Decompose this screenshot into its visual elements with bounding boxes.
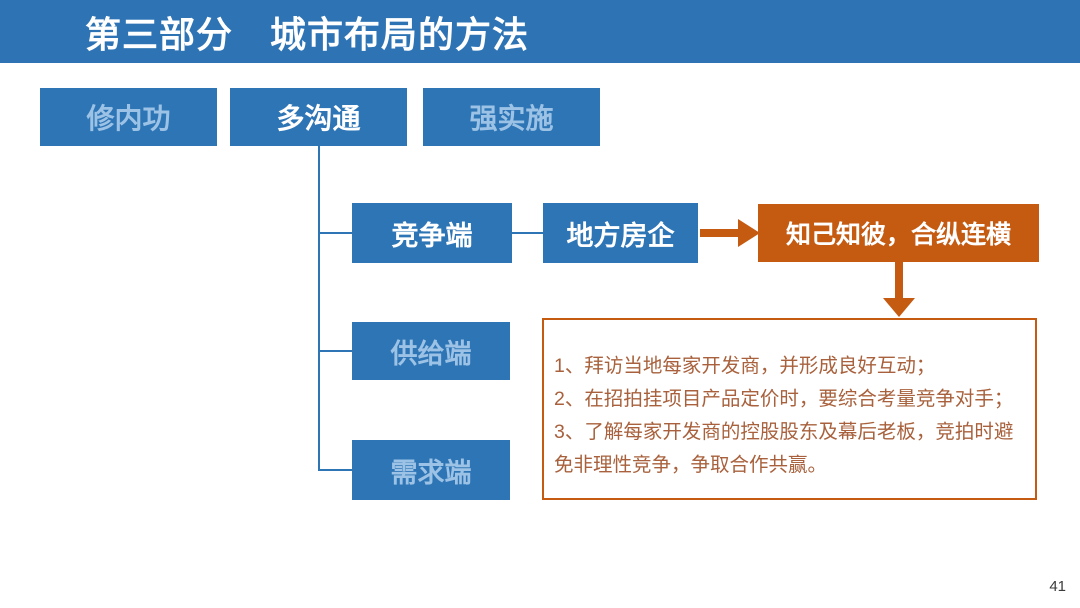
notes-box: 1、拜访当地每家开发商，并形成良好互动； 2、在招拍挂项目产品定价时，要综合考量… <box>542 318 1037 500</box>
connector-competition-to-localfirms <box>512 232 543 234</box>
top-node-internal-skills: 修内功 <box>40 88 217 146</box>
node-local-developers: 地方房企 <box>543 203 698 263</box>
down-arrow-stem <box>895 262 903 298</box>
page-number: 41 <box>1049 578 1066 595</box>
slide-title: 第三部分 城市布局的方法 <box>85 13 530 55</box>
tree-branch-line-demand <box>318 469 352 471</box>
top-node-label: 修内功 <box>86 103 171 134</box>
branch-node-label: 竞争端 <box>391 220 473 251</box>
branch-node-label: 供给端 <box>390 338 472 369</box>
branch-node-label: 需求端 <box>390 457 472 488</box>
top-node-communication: 多沟通 <box>230 88 407 146</box>
branch-node-demand: 需求端 <box>352 440 510 500</box>
down-arrow-head-icon <box>883 298 915 317</box>
slide-header-bar: 第三部分 城市布局的方法 <box>0 0 1080 63</box>
right-arrow-stem <box>700 229 740 237</box>
top-node-implementation: 强实施 <box>423 88 600 146</box>
branch-node-competition: 竞争端 <box>352 203 512 263</box>
tree-branch-line-competition <box>318 232 352 234</box>
tree-branch-line-supply <box>318 350 352 352</box>
top-node-label: 多沟通 <box>276 103 361 134</box>
callout-know-yourself: 知己知彼，合纵连横 <box>758 204 1039 262</box>
note-item-2: 2、在招拍挂项目产品定价时，要综合考量竞争对手； <box>554 388 1014 410</box>
branch-node-supply: 供给端 <box>352 322 510 380</box>
top-node-label: 强实施 <box>469 103 554 134</box>
note-item-3: 3、了解每家开发商的控股股东及幕后老板，竞拍时避免非理性竞争，争取合作共赢。 <box>554 421 1014 476</box>
tree-vertical-connector-line <box>318 146 320 471</box>
callout-label: 知己知彼，合纵连横 <box>785 221 1011 249</box>
node-local-developers-label: 地方房企 <box>566 220 675 251</box>
right-arrow-head-icon <box>738 219 760 247</box>
note-item-1: 1、拜访当地每家开发商，并形成良好互动； <box>554 355 936 377</box>
